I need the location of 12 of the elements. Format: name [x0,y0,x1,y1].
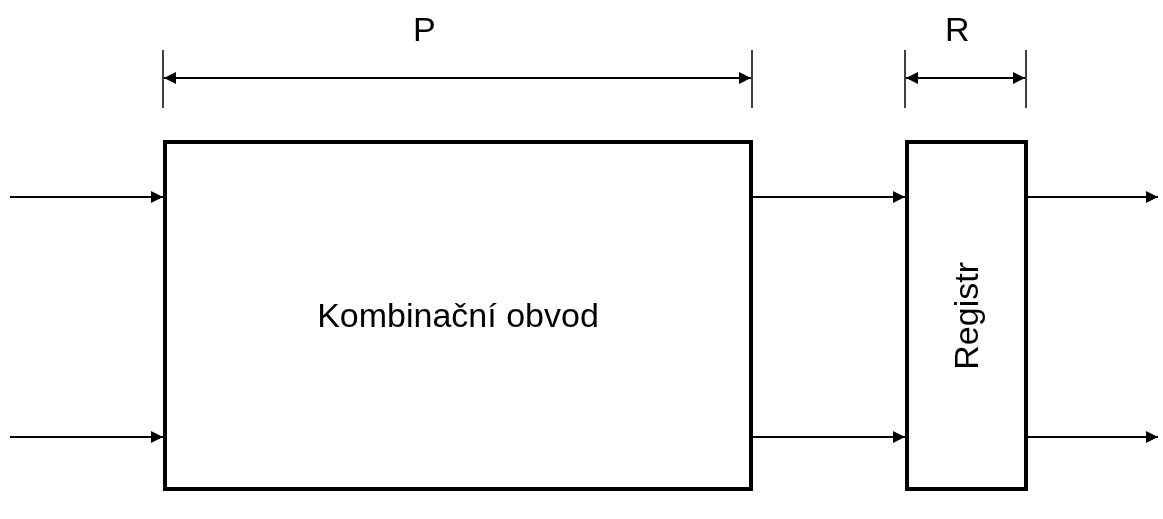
arrow [9,191,164,203]
circuit-box [163,140,753,491]
arrow [1027,431,1159,443]
arrow [752,191,906,203]
node-label: Kombinační obvod [317,296,599,335]
node-label: Registr [947,261,986,370]
register-box [905,140,1028,491]
dimension-label: P [413,12,436,46]
arrow [752,431,906,443]
arrow [1027,191,1159,203]
arrow [9,431,164,443]
dimension-label: R [945,12,970,46]
